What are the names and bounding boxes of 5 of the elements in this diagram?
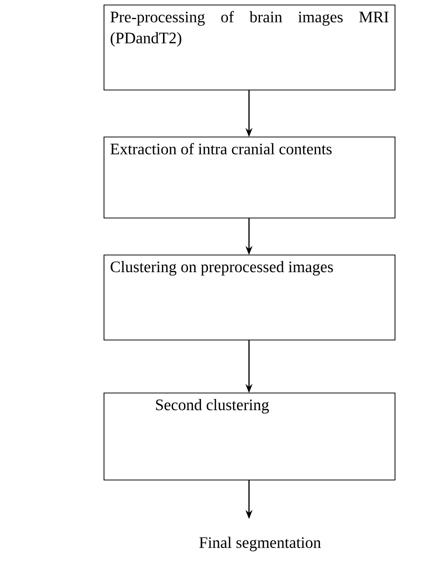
process-box: Pre-processing of brain images MRI (PDandT2)	[104, 4, 396, 90]
process-box: Extraction of intra cranial contents	[104, 136, 396, 218]
output-label: Final segmentation	[199, 536, 321, 552]
process-box: Second clustering	[104, 392, 396, 480]
process-box: Clustering on preprocessed images	[104, 254, 396, 340]
